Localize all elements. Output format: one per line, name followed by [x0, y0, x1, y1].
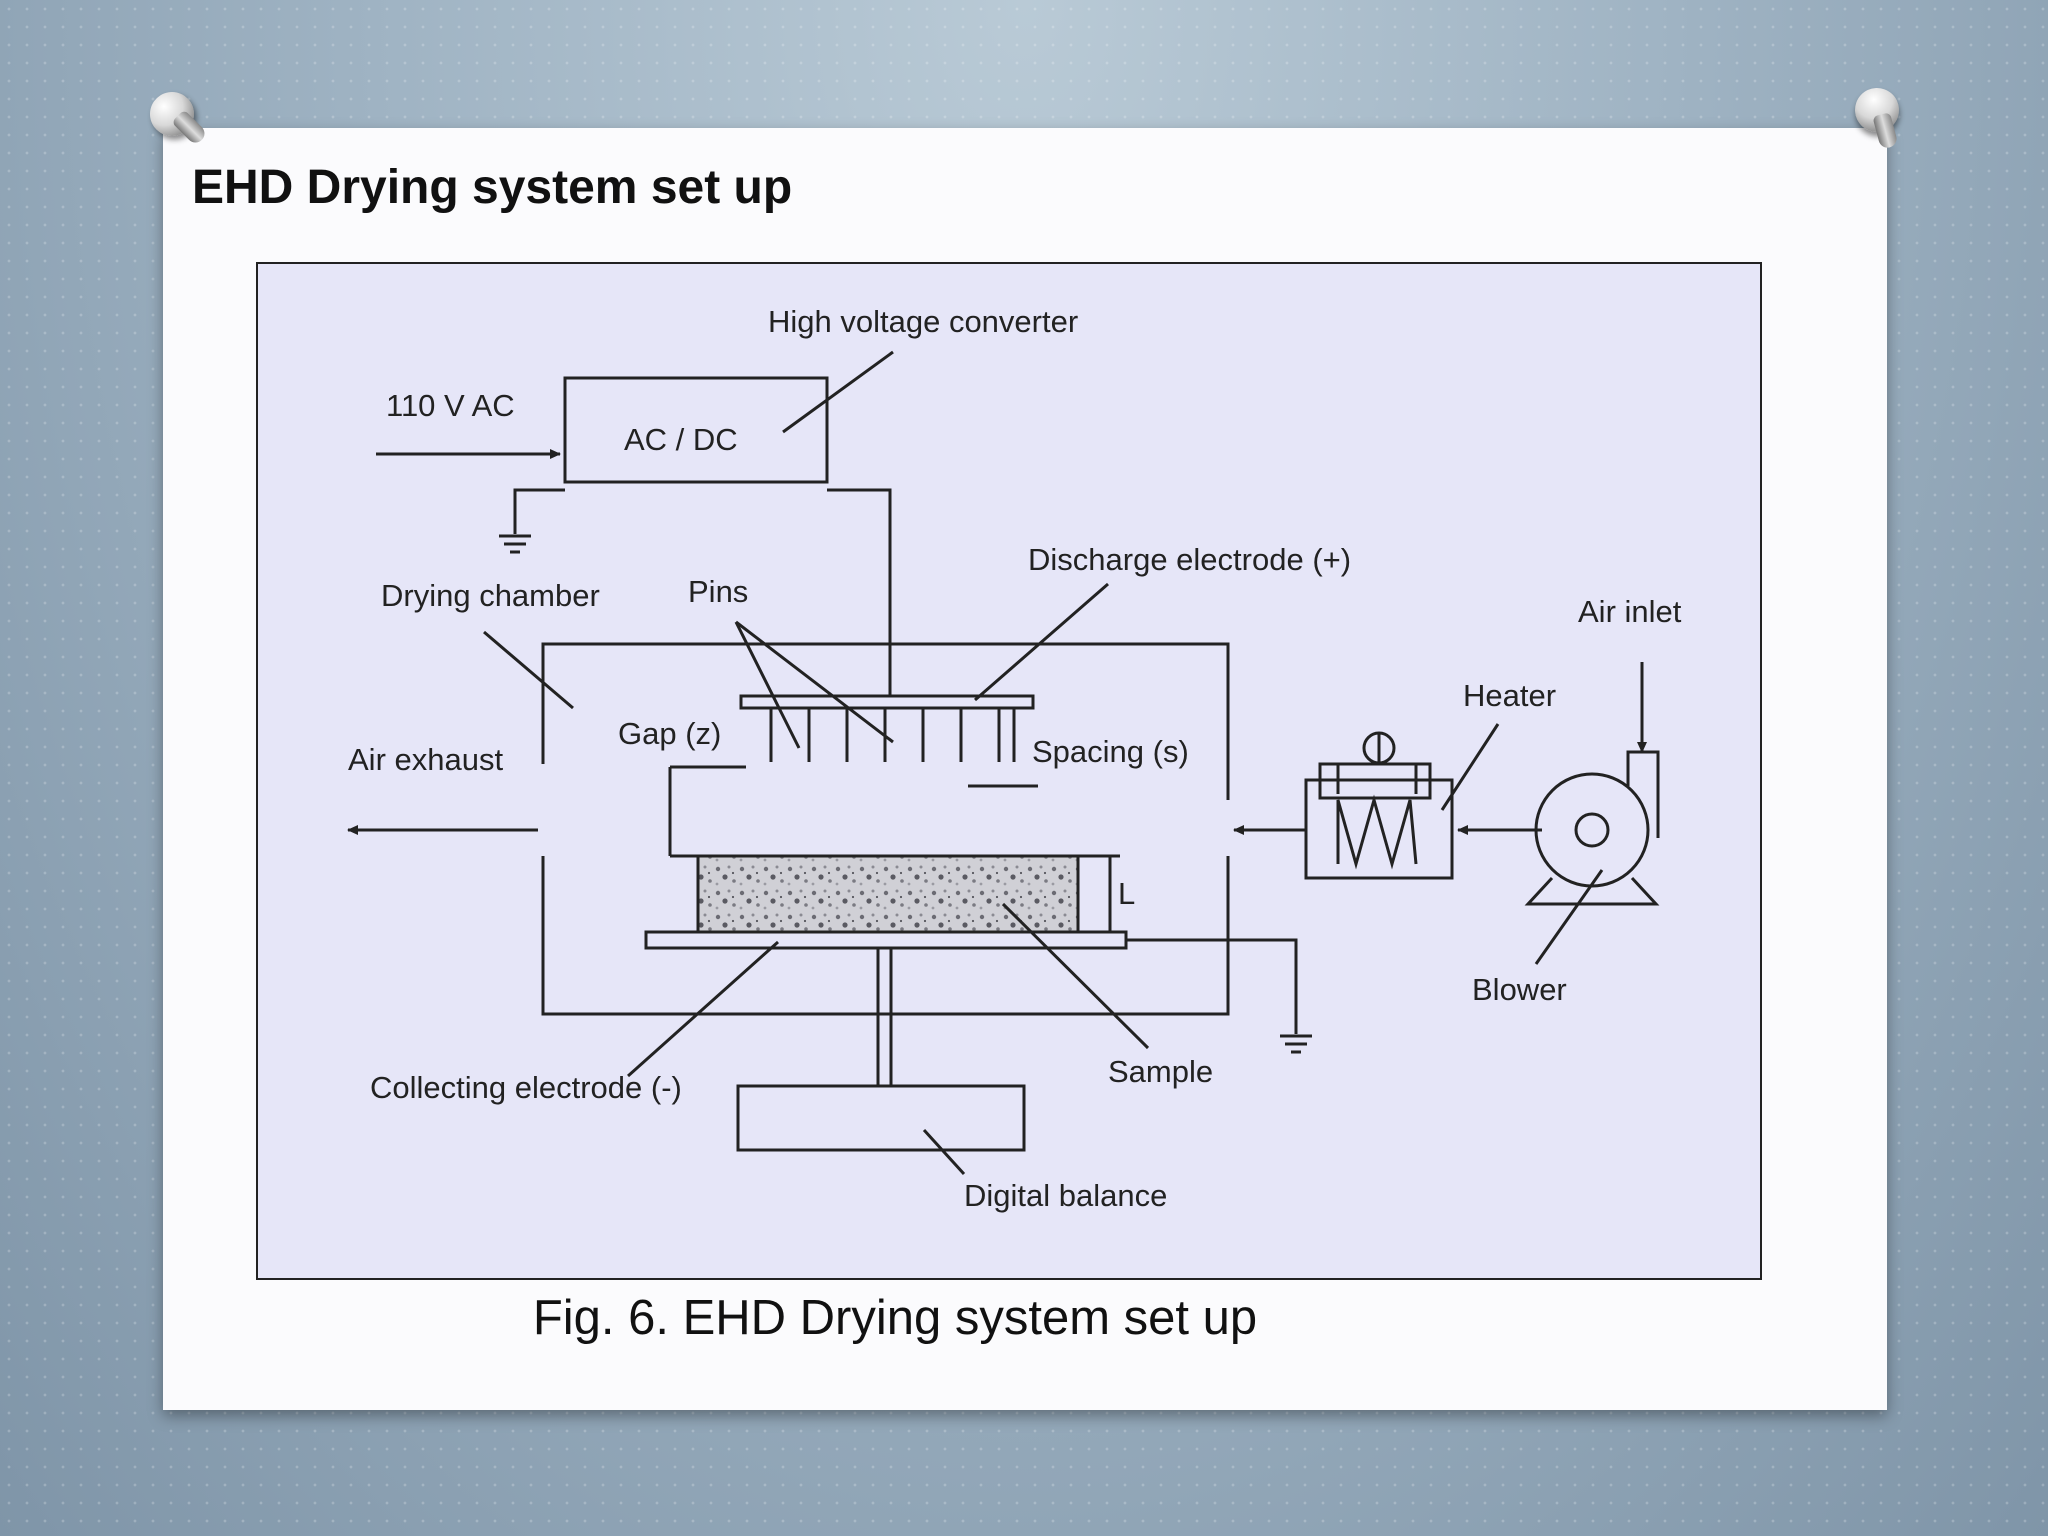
label-blower: Blower: [1472, 972, 1567, 1007]
label-drying-chamber: Drying chamber: [381, 578, 600, 613]
label-discharge-electrode: Discharge electrode (+): [1028, 542, 1351, 577]
slide-title: EHD Drying system set up: [192, 161, 793, 214]
chamber-top: [541, 642, 1230, 800]
discharge-electrode: [739, 694, 1035, 710]
collecting-electrode: [644, 930, 1128, 950]
digital-balance: [736, 1084, 1026, 1152]
label-spacing: Spacing (s): [1032, 734, 1189, 769]
label-length: L: [1118, 876, 1135, 911]
figure-frame: High voltage converter AC / DC 110 V AC …: [256, 262, 1762, 1280]
figure-caption: Fig. 6. EHD Drying system set up: [532, 1291, 1258, 1345]
sample: [696, 854, 1080, 934]
label-110vac: 110 V AC: [386, 388, 515, 423]
label-air-inlet: Air inlet: [1578, 594, 1682, 629]
blower: [1534, 772, 1650, 888]
converter-box: [563, 376, 829, 484]
label-collecting-electrode: Collecting electrode (-): [370, 1070, 682, 1105]
heater-box: [1304, 778, 1454, 880]
label-ac-dc: AC / DC: [624, 422, 738, 457]
label-high-voltage-converter: High voltage converter: [768, 304, 1078, 339]
label-sample: Sample: [1108, 1054, 1213, 1089]
label-air-exhaust: Air exhaust: [348, 742, 503, 777]
pushpin-icon: [146, 88, 198, 140]
ground-symbol-icon: [1280, 1034, 1312, 1054]
ehd-diagram: High voltage converter AC / DC 110 V AC …: [347, 304, 1682, 1213]
label-pins: Pins: [688, 574, 748, 609]
ground-symbol-icon: [499, 534, 531, 554]
chamber-bottom: [541, 856, 1230, 1016]
label-heater: Heater: [1463, 678, 1556, 713]
label-gap: Gap (z): [618, 716, 721, 751]
label-digital-balance: Digital balance: [964, 1178, 1167, 1213]
